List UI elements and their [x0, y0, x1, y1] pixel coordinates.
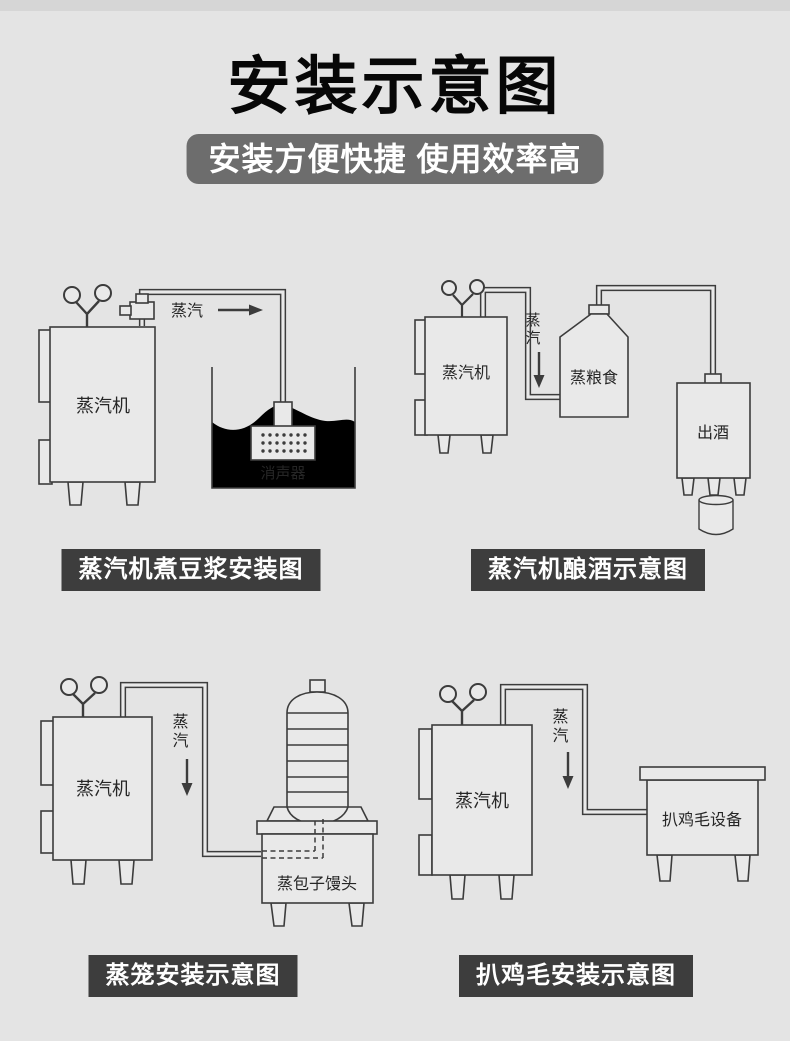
steam-flow-label: 蒸汽 — [170, 713, 189, 751]
tank-foot — [681, 477, 695, 496]
grain-steamer-vessel: 蒸粮食 — [559, 304, 629, 418]
diagram-plucking-svg: 蒸汽机 蒸汽 扒鸡毛设备 — [418, 683, 766, 900]
cabinet-leg — [348, 902, 365, 927]
muffler-label: 消声器 — [260, 464, 305, 482]
page-title: 安装示意图 — [227, 52, 563, 122]
down-arrow-icon — [562, 752, 574, 789]
caption-soymilk: 蒸汽机煮豆浆安装图 — [61, 549, 321, 591]
hidden-pipe-dashed — [262, 819, 324, 859]
machine-side-tab — [40, 810, 55, 854]
steam-pipe — [499, 683, 650, 816]
tower-knob — [309, 679, 326, 693]
machine-foot — [480, 434, 494, 454]
machine-foot — [437, 434, 451, 454]
caption-brewing: 蒸汽机酿酒示意图 — [471, 549, 705, 591]
pressure-gauges-icon — [439, 683, 487, 725]
machine-label: 蒸汽机 — [442, 364, 490, 382]
vessel-label: 蒸粮食 — [570, 369, 618, 387]
caption-plucking: 扒鸡毛安装示意图 — [459, 955, 693, 997]
machine-body — [52, 716, 153, 861]
top-edge-shading — [0, 0, 790, 11]
equipment-body — [646, 779, 759, 856]
cabinet-body — [261, 833, 374, 904]
cabinet-label: 蒸包子馒头 — [277, 875, 357, 893]
steam-valve-icon — [119, 293, 155, 320]
cabinet-leg — [270, 902, 287, 927]
diagram-steamer-svg: 蒸汽机 蒸汽 — [40, 676, 378, 927]
machine-side-tab — [418, 728, 433, 800]
machine-label: 蒸汽机 — [76, 779, 130, 799]
machine-label: 蒸汽机 — [455, 791, 509, 811]
muffler-inlet — [273, 401, 293, 429]
muffler — [250, 401, 316, 461]
tank-foot — [707, 477, 721, 496]
pressure-gauges-icon — [441, 279, 485, 317]
down-arrow-icon — [181, 759, 193, 796]
equipment-lid — [639, 766, 766, 781]
steam-pipe — [119, 681, 261, 858]
tank-body — [676, 382, 751, 479]
equipment-label: 扒鸡毛设备 — [662, 811, 742, 829]
muffler-holes — [261, 433, 307, 453]
tank-walls — [211, 367, 356, 489]
machine-foot — [118, 859, 135, 885]
diagram-soymilk-svg: 蒸汽机 蒸汽 — [38, 284, 356, 506]
machine-body — [431, 724, 533, 876]
vessel-body — [559, 313, 629, 418]
tank-label: 出酒 — [697, 424, 729, 442]
wine-bucket-icon — [698, 494, 734, 536]
diagram-steamer: 蒸汽机 蒸汽 — [15, 655, 405, 945]
steam-flow-label: 蒸汽 — [550, 708, 569, 746]
tower-body — [286, 691, 349, 826]
machine-foot — [67, 481, 84, 506]
diagram-soymilk: 蒸汽机 蒸汽 — [15, 262, 375, 524]
caption-steamer: 蒸笼安装示意图 — [88, 955, 298, 997]
pressure-gauges-icon — [63, 284, 112, 327]
diagram-brewing-svg: 蒸汽机 蒸汽 蒸粮食 出酒 — [414, 279, 751, 536]
subtitle-banner: 安装方便快捷 使用效率高 — [186, 134, 604, 184]
diagram-brewing: 蒸汽机 蒸汽 蒸粮食 出酒 — [405, 262, 775, 542]
steam-machine: 蒸汽机 — [38, 284, 156, 506]
machine-foot — [70, 859, 87, 885]
equipment-leg — [734, 854, 751, 882]
down-arrow-icon — [533, 352, 545, 388]
pressure-gauges-icon — [60, 676, 108, 717]
machine-foot — [124, 481, 141, 506]
equipment-leg — [656, 854, 673, 882]
cabinet-lid — [256, 820, 378, 835]
steam-machine: 蒸汽机 — [40, 676, 153, 885]
water-tank: 消声器 — [211, 367, 356, 489]
machine-side-tab — [40, 720, 55, 786]
machine-side-tab — [418, 834, 433, 876]
steamer-basket-tower — [286, 679, 349, 826]
diagram-plucking: 蒸汽机 蒸汽 扒鸡毛设备 — [405, 655, 775, 945]
machine-foot — [498, 874, 515, 900]
steam-pipe — [479, 284, 717, 401]
machine-label: 蒸汽机 — [76, 396, 130, 416]
machine-foot — [449, 874, 466, 900]
machine-body — [49, 326, 156, 483]
vessel-neck — [588, 304, 610, 315]
steam-machine: 蒸汽机 — [418, 683, 533, 900]
steam-flow-label: 蒸汽 — [524, 312, 541, 348]
machine-body — [424, 316, 508, 436]
basket-tier-lines — [287, 712, 348, 808]
steam-machine: 蒸汽机 — [414, 279, 508, 454]
tank-foot — [733, 477, 747, 496]
right-arrow-icon — [218, 304, 263, 316]
wine-output-tank: 出酒 — [676, 373, 751, 496]
plucking-equipment: 扒鸡毛设备 — [639, 766, 766, 882]
steam-flow-label: 蒸汽 — [171, 302, 203, 320]
steamer-base-cabinet: 蒸包子馒头 — [256, 679, 378, 927]
